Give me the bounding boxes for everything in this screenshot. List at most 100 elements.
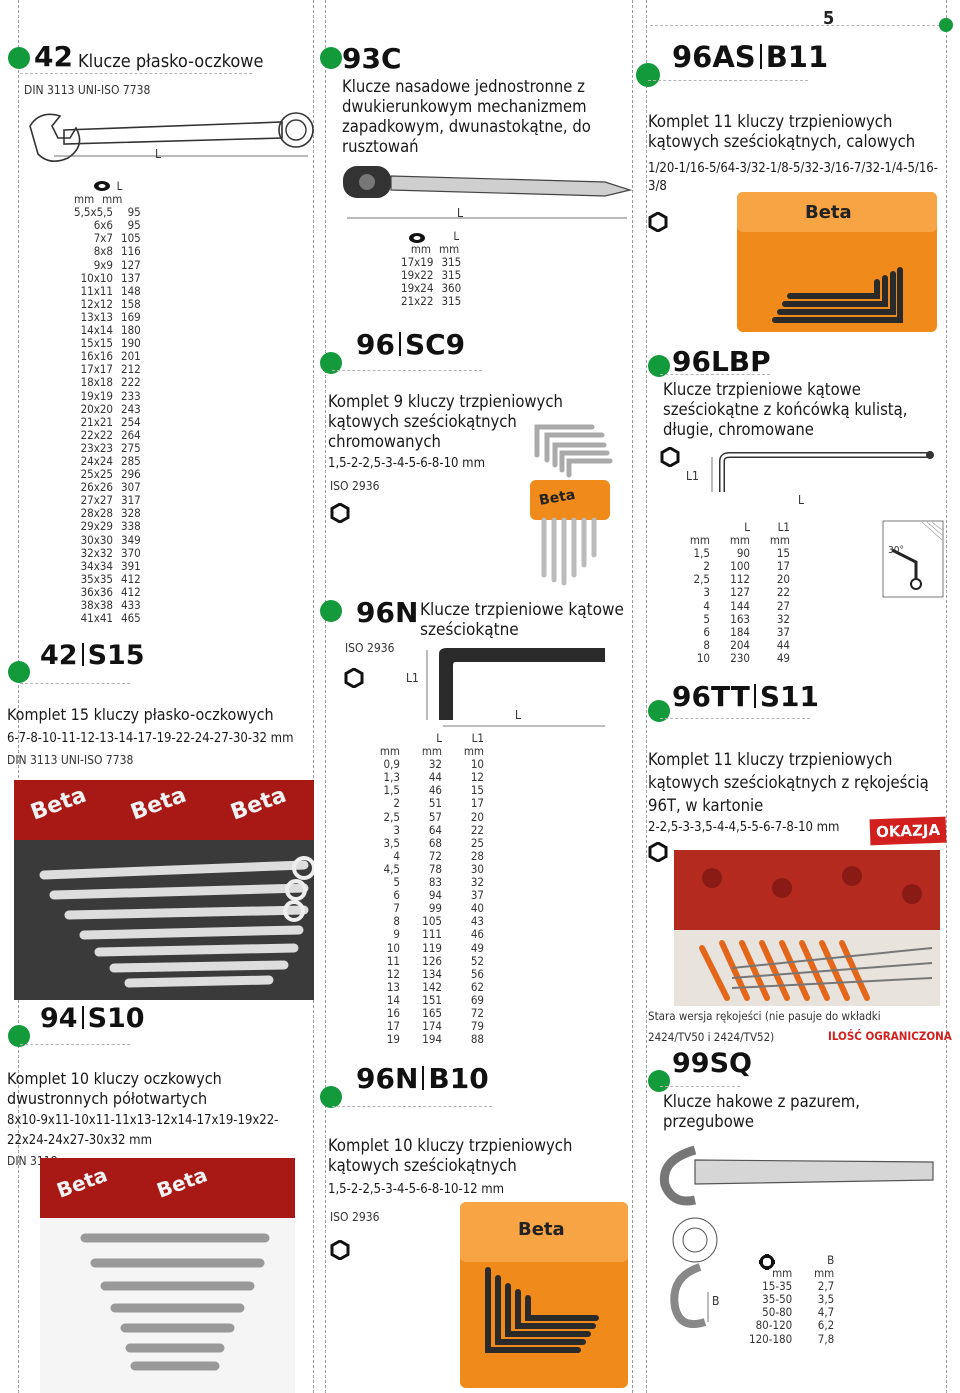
table-header-row: B	[745, 1253, 838, 1267]
table-cell: 20	[470, 809, 484, 824]
table-cell: 2,5	[383, 809, 400, 824]
table-unit: mm	[379, 744, 400, 759]
combination-wrench-drawing	[29, 112, 314, 162]
dimension-label: L	[515, 708, 522, 722]
table-row: 28x28 328	[70, 507, 145, 520]
size-list: 1/20-1/16-5/64-3/32-1/8-5/32-3/16-7/32-1…	[648, 161, 938, 194]
table-unit: mm	[689, 533, 710, 548]
table-cell: 194	[422, 1032, 442, 1047]
dimension-label: L	[798, 493, 805, 507]
table-unit: mm	[421, 744, 442, 759]
table-cell: 317	[121, 493, 141, 508]
table-cell: 20x20	[80, 401, 114, 416]
table-header: L	[116, 179, 123, 193]
table-cell: 433	[121, 598, 141, 612]
page-header-rule	[650, 25, 940, 26]
table-cell: 19x24	[401, 281, 434, 296]
table-cell: 105	[422, 914, 442, 929]
table-cell: 35-50	[762, 1292, 793, 1307]
column-divider	[632, 0, 633, 1393]
table-cell: 1,5	[693, 546, 710, 561]
section-dot	[8, 1025, 30, 1047]
dimension-label: L1	[686, 469, 699, 483]
size-list: 1,5-2-2,5-3-4-5-6-8-10 mm	[328, 456, 485, 471]
table-cell: 7,8	[817, 1331, 835, 1346]
table-cell: 10	[470, 757, 484, 772]
table-cell: 307	[121, 480, 141, 495]
table-cell: 32x32	[80, 545, 114, 560]
table-cell: 57	[428, 809, 442, 824]
table-cell: 37	[776, 624, 790, 639]
inch-hex-key-pouch-photo: Beta	[737, 192, 937, 332]
table-cell: 88	[470, 1032, 484, 1047]
code-part: 96N	[356, 1062, 419, 1095]
hex-socket-icon	[660, 447, 680, 467]
table-cell: 19	[386, 1032, 400, 1047]
table-cell: 94	[428, 888, 442, 903]
table-cell: 69	[470, 992, 484, 1007]
table-cell: 49	[776, 650, 790, 665]
section-rule	[332, 370, 482, 371]
table-cell: 100	[730, 559, 750, 574]
product-title: Komplet 9 kluczy trzpieniowych kątowych …	[328, 392, 563, 451]
product-title: Komplet 15 kluczy płasko-oczkowych	[7, 705, 274, 724]
section-rule	[20, 683, 130, 684]
table-cell: 233	[121, 388, 141, 403]
table-cell: 7x7	[93, 231, 114, 246]
table-cell: 17	[386, 1019, 400, 1034]
hook-wrench-photo	[659, 1145, 934, 1206]
table-cell: 17x17	[80, 362, 114, 377]
hex-socket-icon	[344, 668, 364, 688]
table-cell: 34x34	[80, 558, 114, 573]
table-cell: 315	[441, 294, 462, 309]
table-cell: 412	[121, 584, 141, 599]
table-cell: 12	[386, 966, 400, 981]
table-cell: 4	[703, 598, 710, 613]
code-part: S11	[759, 680, 819, 713]
table-cell: 134	[422, 966, 442, 981]
norm-label: ISO 2936	[345, 641, 395, 655]
product-title: Komplet 11 kluczy trzpieniowych kątowych…	[648, 112, 916, 151]
table-cell: 41x41	[80, 611, 114, 626]
section-dot	[320, 47, 342, 69]
table-cell: 25	[470, 835, 484, 850]
table-cell: 5	[393, 875, 400, 890]
table-cell: 1,5	[383, 783, 400, 798]
table-cell: 17	[470, 796, 484, 811]
table-cell: 28x28	[80, 506, 114, 521]
table-cell: 2,5	[693, 572, 710, 587]
table-cell: 144	[730, 598, 750, 613]
table-cell: 30x30	[80, 532, 114, 547]
table-cell: 328	[121, 506, 141, 521]
table-cell: 44	[776, 637, 790, 652]
table-cell: 0,9	[383, 757, 400, 772]
table-cell: 2,7	[817, 1279, 835, 1294]
section-dot	[8, 47, 30, 69]
product-code: 99SQ	[672, 1048, 752, 1079]
ball-end-angle-diagram	[882, 520, 944, 598]
product-title: Klucze trzpieniowe kątowe sześciokątne z…	[663, 380, 908, 439]
table-cell: 230	[730, 650, 750, 665]
table-cell: 2	[703, 559, 710, 574]
svg-text:Beta: Beta	[538, 487, 577, 509]
table-cell: 315	[441, 255, 462, 270]
section-dot	[8, 661, 30, 683]
